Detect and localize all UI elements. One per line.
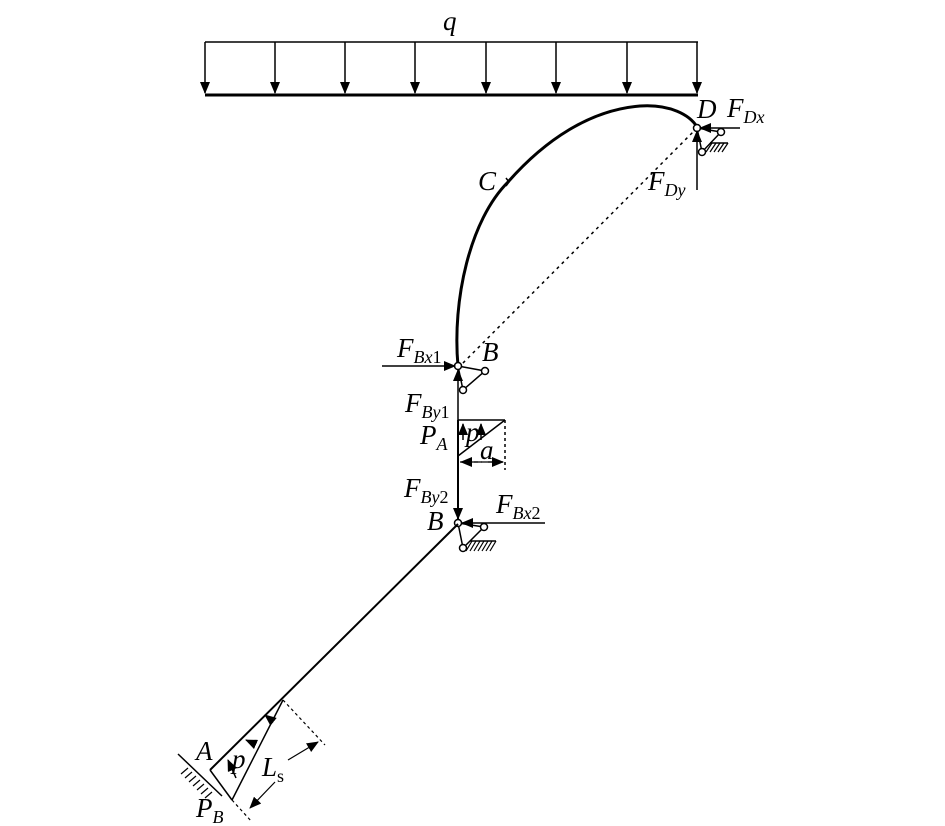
- label-q: q: [443, 6, 457, 36]
- label-p-top: p: [464, 417, 480, 447]
- support-a: [177, 753, 223, 799]
- load-arrows: [200, 42, 702, 94]
- label-f-dy: FDy: [647, 166, 686, 200]
- label-b-upper: B: [482, 337, 499, 367]
- triangular-load-pb: [209, 699, 284, 801]
- hinge-b-upper: [453, 361, 490, 395]
- label-c: C: [478, 166, 497, 196]
- label-f-bx2: FBx2: [495, 489, 540, 523]
- hinge-c: [505, 177, 510, 187]
- label-a: A: [194, 736, 213, 766]
- label-b-lower: B: [427, 506, 444, 536]
- label-d: D: [696, 94, 717, 124]
- chord-bd: [457, 127, 698, 369]
- label-dim-a: a: [480, 435, 494, 465]
- support-d: [692, 123, 729, 157]
- label-f-by1: FBy1: [404, 388, 449, 422]
- label-p-bottom: p: [230, 744, 246, 774]
- inclined-member: [209, 523, 459, 771]
- support-b-lower: [453, 518, 497, 553]
- label-f-by2: FBy2: [403, 473, 448, 507]
- label-p-b: PB: [195, 793, 224, 826]
- label-f-bx1: FBx1: [396, 333, 441, 367]
- triangular-load-pa: [457, 419, 506, 470]
- dimension-ls: [231, 699, 326, 823]
- distributed-load: [200, 41, 702, 97]
- label-f-dx: FDx: [726, 93, 765, 127]
- label-l-s: Ls: [261, 752, 284, 786]
- label-p-a: PA: [419, 420, 449, 454]
- arch-member: [455, 104, 699, 367]
